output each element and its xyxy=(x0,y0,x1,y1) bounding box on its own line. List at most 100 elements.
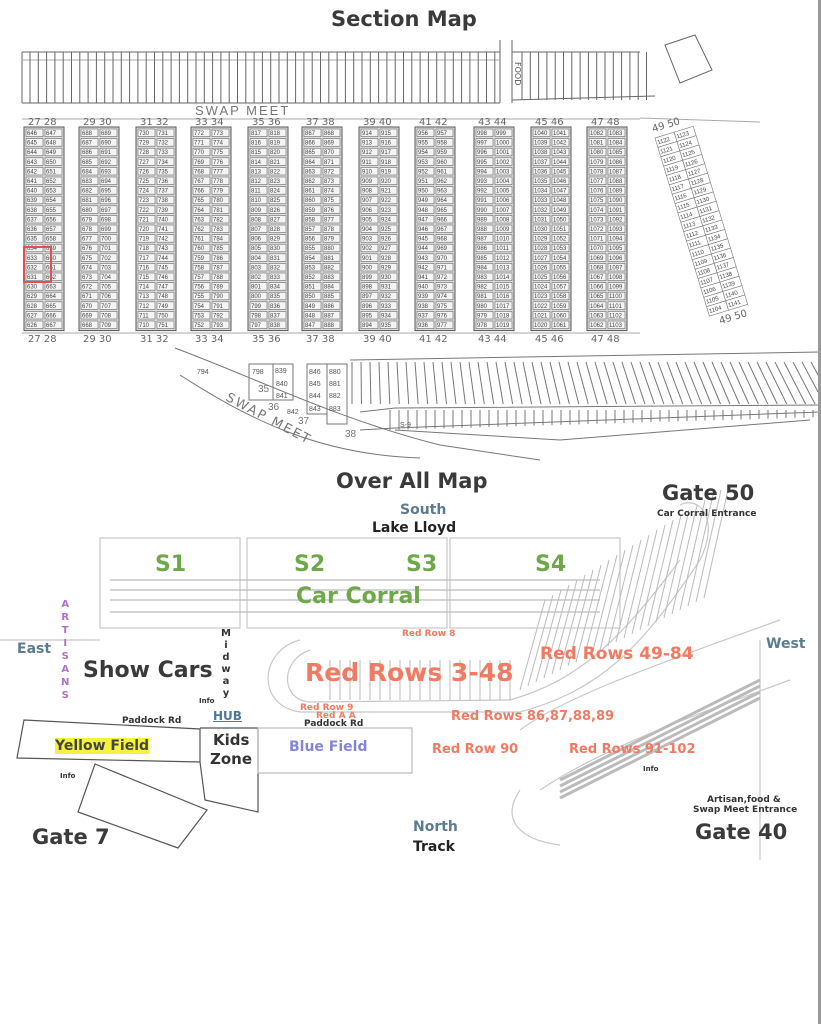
stall-cell[interactable]: 927 xyxy=(379,243,398,252)
stall-cell[interactable]: 851 xyxy=(303,282,322,291)
stall-cell[interactable]: 785 xyxy=(211,243,230,252)
stall-cell[interactable]: 1047 xyxy=(551,186,570,195)
stall-cell[interactable]: 810 xyxy=(249,195,268,204)
stall-cell[interactable]: 827 xyxy=(268,215,287,223)
stall-cell[interactable]: 756 xyxy=(192,282,211,291)
stall-cell[interactable]: 707 xyxy=(99,301,118,310)
stall-cell[interactable]: 637 xyxy=(25,215,44,223)
section-s2[interactable]: S2 xyxy=(294,552,326,577)
lower-stall-label[interactable]: 882 xyxy=(329,393,341,400)
stall-cell[interactable]: 1019 xyxy=(494,320,513,329)
stall-cell[interactable]: 645 xyxy=(25,138,44,147)
stall-cell[interactable]: 758 xyxy=(192,263,211,271)
stall-cell[interactable]: 715 xyxy=(137,272,156,281)
stall-cell[interactable]: 957 xyxy=(435,128,454,137)
stall-cell[interactable]: 736 xyxy=(156,176,175,185)
stall-cell[interactable]: 698 xyxy=(99,215,118,223)
stall-cell[interactable]: 978 xyxy=(475,320,494,329)
stall-cell[interactable]: 774 xyxy=(211,138,230,147)
stall-cell[interactable]: 1005 xyxy=(494,186,513,195)
stall-cell[interactable]: 651 xyxy=(44,167,63,175)
stall-cell[interactable]: 996 xyxy=(475,147,494,156)
stall-cell[interactable]: 694 xyxy=(99,176,118,185)
stall-cell[interactable]: 693 xyxy=(99,167,118,175)
lower-stall-label[interactable]: 839 xyxy=(275,368,287,375)
stall-cell[interactable]: 920 xyxy=(379,176,398,185)
stall-cell[interactable]: 791 xyxy=(211,301,230,310)
stall-cell[interactable]: 673 xyxy=(80,272,99,281)
stall-cell[interactable]: 748 xyxy=(156,291,175,300)
stall-cell[interactable]: 734 xyxy=(156,157,175,166)
stall-cell[interactable]: 666 xyxy=(44,311,63,319)
stall-cell[interactable]: 983 xyxy=(475,272,494,281)
stall-cell[interactable]: 1098 xyxy=(607,272,626,281)
stall-cell[interactable]: 740 xyxy=(156,215,175,223)
stall-cell[interactable]: 669 xyxy=(80,311,99,319)
stall-cell[interactable]: 1059 xyxy=(551,301,570,310)
yellow-field-label[interactable]: Yellow Field xyxy=(55,738,150,754)
stall-cell[interactable]: 701 xyxy=(99,243,118,252)
section-s4[interactable]: S4 xyxy=(535,552,567,577)
stall-cell[interactable]: 692 xyxy=(99,157,118,166)
stall-cell[interactable]: 1093 xyxy=(607,224,626,233)
stall-cell[interactable]: 1141 xyxy=(725,294,749,311)
stall-cell[interactable]: 724 xyxy=(137,186,156,195)
stall-cell[interactable]: 904 xyxy=(360,224,379,233)
stall-cell[interactable]: 665 xyxy=(44,301,63,310)
stall-cell[interactable]: 939 xyxy=(416,291,435,300)
stall-cell[interactable]: 674 xyxy=(80,263,99,271)
stall-cell[interactable]: 710 xyxy=(137,320,156,329)
red-rows-91-102[interactable]: Red Rows 91-102 xyxy=(569,742,696,757)
stall-cell[interactable]: 894 xyxy=(360,320,379,329)
stall-cell[interactable]: 629 xyxy=(25,291,44,300)
lower-stall-label[interactable]: 794 xyxy=(197,369,209,376)
stall-cell[interactable]: 825 xyxy=(268,195,287,204)
stall-cell[interactable]: 856 xyxy=(303,234,322,243)
stall-cell[interactable]: 1086 xyxy=(607,157,626,166)
gate-40-label[interactable]: Gate 40 xyxy=(695,820,788,844)
stall-cell[interactable]: 1075 xyxy=(588,195,607,204)
stall-cell[interactable]: 950 xyxy=(416,186,435,195)
stall-cell[interactable]: 831 xyxy=(268,253,287,262)
stall-cell[interactable]: 1062 xyxy=(588,320,607,329)
stall-cell[interactable]: 685 xyxy=(80,157,99,166)
stall-cell[interactable]: 981 xyxy=(475,291,494,300)
stall-cell[interactable]: 898 xyxy=(360,282,379,291)
stall-cell[interactable]: 792 xyxy=(211,311,230,319)
stall-cell[interactable]: 879 xyxy=(322,234,341,243)
kids-zone-label-2[interactable]: Zone xyxy=(210,750,253,768)
stall-cell[interactable]: 1099 xyxy=(607,282,626,291)
stall-cell[interactable]: 664 xyxy=(44,291,63,300)
stall-cell[interactable]: 811 xyxy=(249,186,268,195)
stall-cell[interactable]: 712 xyxy=(137,301,156,310)
stall-cell[interactable]: 755 xyxy=(192,291,211,300)
stall-cell[interactable]: 914 xyxy=(360,128,379,137)
red-row-9[interactable]: Red Row 9 xyxy=(300,703,354,713)
stall-cell[interactable]: 881 xyxy=(322,253,341,262)
stall-cell[interactable]: 1023 xyxy=(532,291,551,300)
stall-cell[interactable]: 984 xyxy=(475,263,494,271)
stall-cell[interactable]: 681 xyxy=(80,195,99,204)
stall-cell[interactable]: 638 xyxy=(25,205,44,214)
stall-cell[interactable]: 961 xyxy=(435,167,454,175)
red-rows-49-84[interactable]: Red Rows 49-84 xyxy=(540,644,694,664)
stall-cell[interactable]: 1060 xyxy=(551,311,570,319)
stall-cell[interactable]: 779 xyxy=(211,186,230,195)
stall-cell[interactable]: 866 xyxy=(303,138,322,147)
stall-cell[interactable]: 741 xyxy=(156,224,175,233)
stall-cell[interactable]: 714 xyxy=(137,282,156,291)
stall-cell[interactable]: 921 xyxy=(379,186,398,195)
stall-cell[interactable]: 829 xyxy=(268,234,287,243)
stall-cell[interactable]: 817 xyxy=(249,128,268,137)
stall-cell[interactable]: 945 xyxy=(416,234,435,243)
stall-cell[interactable]: 1006 xyxy=(494,195,513,204)
stall-cell[interactable]: 895 xyxy=(360,311,379,319)
stall-cell[interactable]: 772 xyxy=(192,128,211,137)
stall-cell[interactable]: 974 xyxy=(435,291,454,300)
